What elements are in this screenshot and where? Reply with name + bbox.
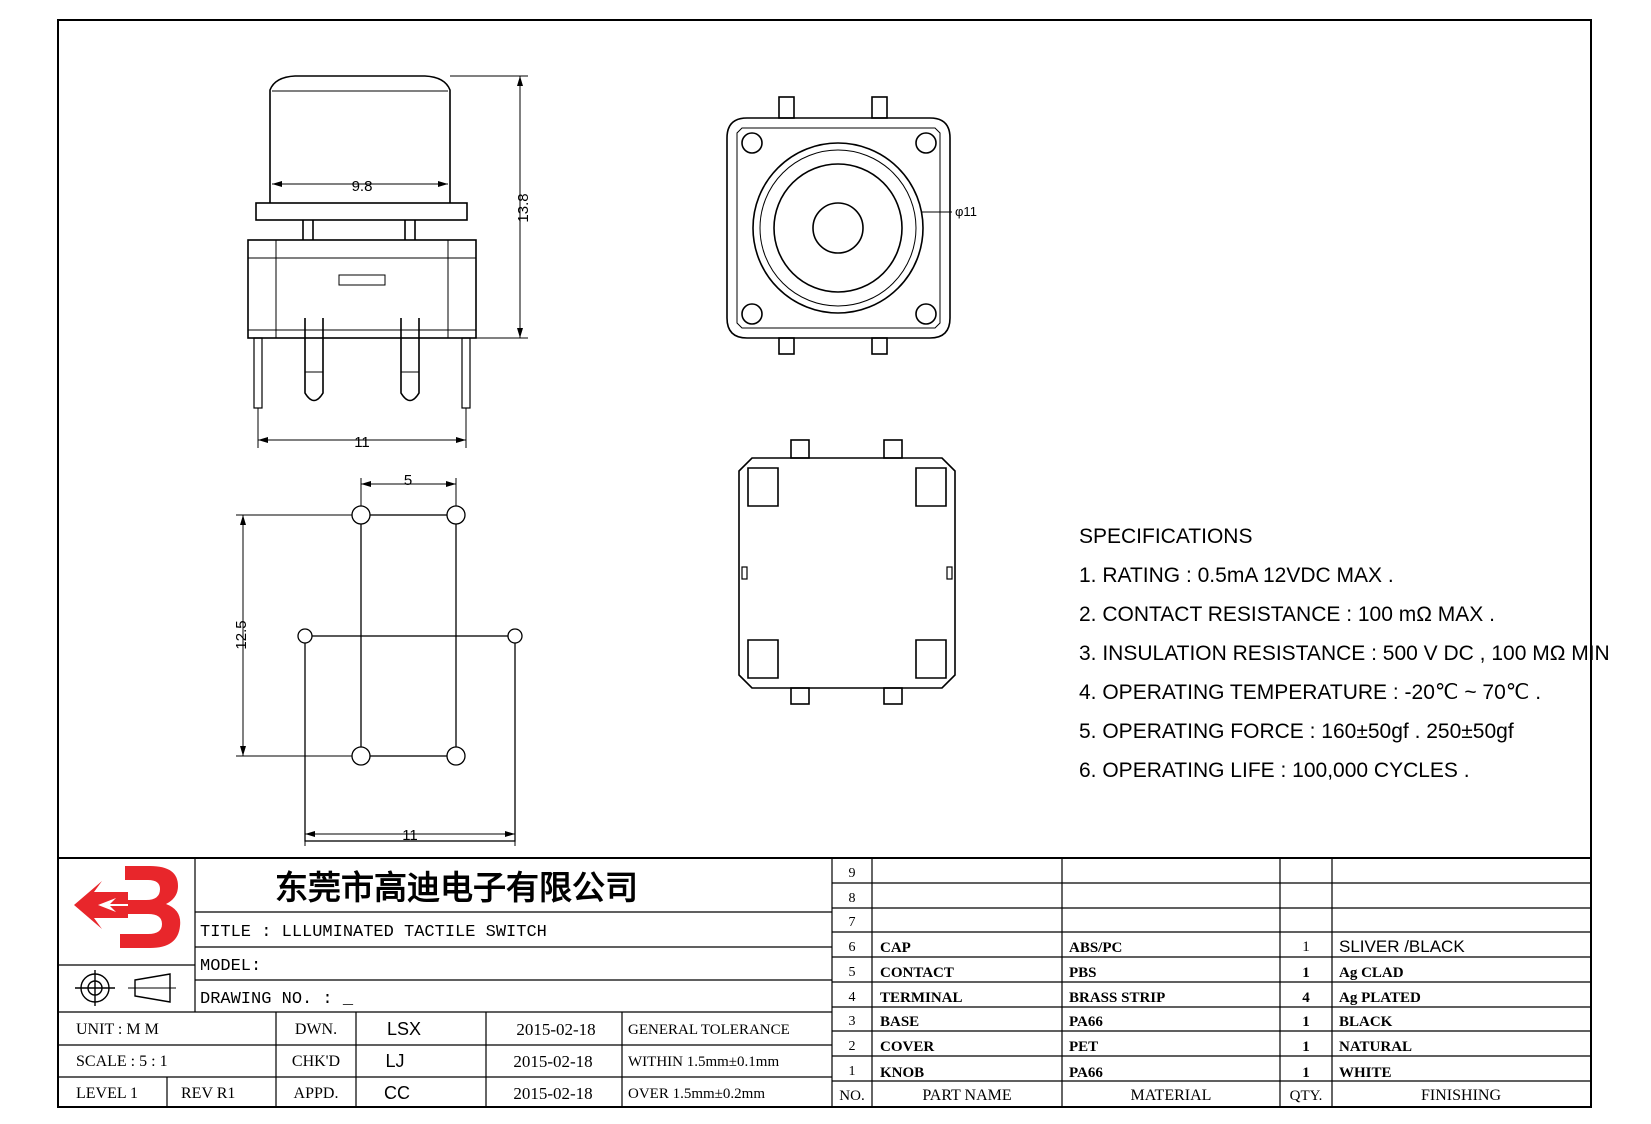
- dim-pcb-width: 11: [402, 827, 418, 844]
- bom-material: PET: [1069, 1039, 1098, 1055]
- bom-header-finishing: FINISHING: [1421, 1087, 1501, 1104]
- bom-row-no: 4: [849, 990, 856, 1005]
- bom-row-no: 9: [849, 866, 856, 881]
- level-field: LEVEL 1: [76, 1085, 138, 1102]
- bom-part-name: CAP: [880, 940, 911, 956]
- bom-row-no: 6: [849, 940, 856, 955]
- bom-finishing: BLACK: [1339, 1014, 1393, 1030]
- company-logo: [74, 866, 181, 948]
- spec-item: 4. OPERATING TEMPERATURE : -20℃ ~ 70℃ .: [1079, 681, 1541, 704]
- bom-material: PBS: [1069, 965, 1097, 981]
- bom-header-no: NO.: [839, 1088, 864, 1104]
- appd-label: APPD.: [294, 1085, 339, 1102]
- chk-label: CHK'D: [292, 1053, 340, 1070]
- bom-row-no: 8: [849, 891, 856, 906]
- bom-part-name: BASE: [880, 1014, 919, 1030]
- tolerance-over: OVER 1.5mm±0.2mm: [628, 1086, 765, 1102]
- bom-qty: 4: [1302, 990, 1310, 1006]
- spec-item: 6. OPERATING LIFE : 100,000 CYCLES .: [1079, 759, 1470, 782]
- bom-finishing: Ag PLATED: [1339, 990, 1421, 1006]
- dwn-name: LSX: [387, 1019, 421, 1039]
- dim-pitch-x: 5: [404, 472, 412, 489]
- chk-date: 2015-02-18: [513, 1052, 592, 1071]
- dim-body-width: 11: [354, 434, 370, 451]
- specifications: SPECIFICATIONS 1. RATING : 0.5mA 12VDC M…: [1079, 525, 1610, 782]
- appd-date: 2015-02-18: [513, 1084, 592, 1103]
- dwn-date: 2015-02-18: [516, 1020, 595, 1039]
- dim-pitch-y: 12.5: [233, 620, 250, 649]
- company-name: 东莞市高迪电子有限公司: [275, 868, 638, 907]
- bom-material: PA66: [1069, 1065, 1103, 1081]
- side-view: [247, 75, 528, 448]
- bom-material: BRASS STRIP: [1069, 990, 1165, 1006]
- spec-item: 3. INSULATION RESISTANCE : 500 V DC , 10…: [1079, 642, 1610, 665]
- sheet-border: [57, 19, 1592, 1108]
- dim-diameter: φ11: [955, 204, 977, 219]
- tolerance-heading: GENERAL TOLERANCE: [628, 1022, 790, 1038]
- top-view: [726, 96, 952, 355]
- dim-height: 13.8: [515, 193, 532, 222]
- dwn-label: DWN.: [295, 1021, 337, 1038]
- bom-part-name: COVER: [880, 1039, 934, 1055]
- bom-header-part-name: PART NAME: [922, 1087, 1011, 1104]
- bom-finishing: NATURAL: [1339, 1039, 1412, 1055]
- rev-field: REV R1: [181, 1085, 235, 1102]
- bom-row-no: 3: [849, 1014, 856, 1029]
- drawing-number: DRAWING NO. : _: [200, 990, 354, 1009]
- bom-finishing: SLIVER /BLACK: [1339, 937, 1465, 956]
- spec-item: 1. RATING : 0.5mA 12VDC MAX .: [1079, 564, 1394, 587]
- bom-qty: 1: [1302, 1039, 1310, 1055]
- bom-material: PA66: [1069, 1014, 1103, 1030]
- spec-heading: SPECIFICATIONS: [1079, 525, 1252, 548]
- bom-header-qty: QTY.: [1290, 1088, 1323, 1104]
- drawing-title: TITLE : LLLUMINATED TACTILE SWITCH: [200, 923, 547, 942]
- bom-qty: 1: [1302, 1014, 1310, 1030]
- bom-qty: 1: [1302, 1065, 1310, 1081]
- bom-material: ABS/PC: [1069, 940, 1122, 956]
- scale-field: SCALE : 5 : 1: [76, 1053, 168, 1070]
- spec-item: 5. OPERATING FORCE : 160±50gf . 250±50gf: [1079, 720, 1514, 743]
- bom-row-no: 7: [849, 915, 856, 930]
- model-field: MODEL:: [200, 957, 261, 976]
- dim-cap-width: 9.8: [352, 178, 373, 195]
- unit-field: UNIT : M M: [76, 1021, 159, 1038]
- bom-qty: 1: [1302, 965, 1310, 981]
- bom-header-material: MATERIAL: [1131, 1087, 1212, 1104]
- tolerance-within: WITHIN 1.5mm±0.1mm: [628, 1054, 779, 1070]
- bom-table: 9 8 7 6 CAP ABS/PC 1 SLIVER /BLACK 5 CON…: [839, 866, 1501, 1104]
- bom-row-no: 5: [849, 965, 856, 980]
- bom-row-no: 2: [849, 1039, 856, 1054]
- bom-finishing: Ag CLAD: [1339, 965, 1404, 981]
- bom-part-name: CONTACT: [880, 965, 954, 981]
- bom-part-name: TERMINAL: [880, 990, 963, 1006]
- bom-row-no: 1: [849, 1064, 856, 1079]
- title-block: [58, 857, 1591, 1107]
- bom-finishing: WHITE: [1339, 1065, 1392, 1081]
- bom-part-name: KNOB: [880, 1065, 924, 1081]
- appd-name: CC: [384, 1083, 410, 1103]
- chk-name: LJ: [385, 1051, 404, 1071]
- bom-qty: 1: [1302, 939, 1310, 955]
- pcb-layout: [236, 478, 523, 846]
- spec-item: 2. CONTACT RESISTANCE : 100 mΩ MAX .: [1079, 603, 1495, 626]
- bottom-view: [738, 439, 956, 705]
- projection-symbol: [75, 970, 176, 1006]
